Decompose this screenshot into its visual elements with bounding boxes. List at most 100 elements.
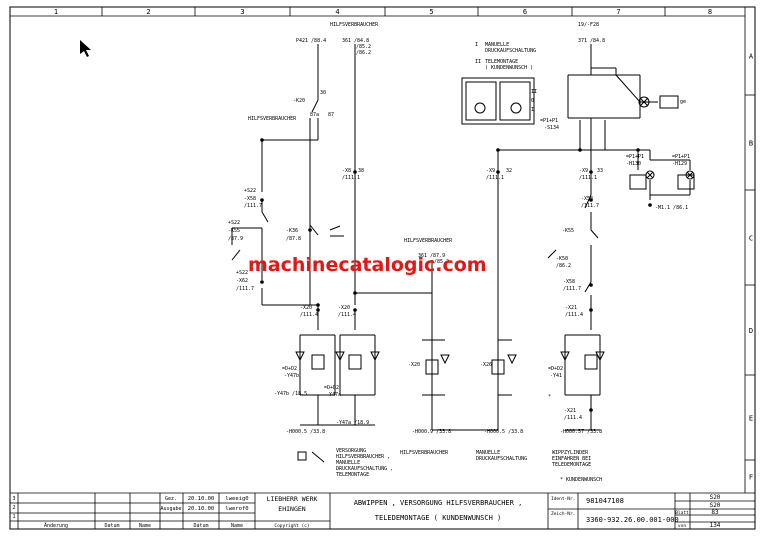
von-value: 134 — [710, 522, 721, 529]
gez-name: lweeig0 — [225, 496, 248, 502]
rev-num-3: 3 — [12, 496, 15, 502]
switch-pos-0: 0 — [531, 98, 534, 104]
x21b-ref: /111.4 — [564, 415, 582, 421]
x21a-ref: /111.4 — [565, 312, 583, 318]
s22-b: +S22 — [228, 220, 240, 226]
y47b-b: -Y47b — [284, 373, 299, 379]
dn-header-name: Name — [231, 523, 243, 529]
y41-a: =D+D2 — [548, 366, 563, 372]
bottom-label-0-line-2: MANUELLE — [336, 460, 360, 466]
x21a: -X21 — [565, 305, 577, 311]
legend-roman-2: II — [475, 59, 481, 65]
bottom-label-3-line-0: WIPPZYLINDER — [552, 450, 589, 456]
copyright: Copyright (c) — [274, 523, 309, 529]
x20b: -X20 — [338, 305, 350, 311]
m11-ref: -M1.1 /86.1 — [655, 205, 688, 211]
row-label-A: A — [749, 53, 754, 61]
s134-a: =P1+P1 — [540, 118, 558, 124]
von-label: von — [678, 524, 686, 529]
k20-pin-87a: 87a — [310, 112, 319, 118]
rev-num-2: 2 — [12, 505, 15, 511]
outer-frame — [9, 6, 756, 530]
gnd-2: -H000.9 /33.8 — [412, 429, 451, 435]
y47b-ref: -Y47b /18.5 — [274, 391, 307, 397]
x9a-ref: /111.1 — [486, 175, 504, 181]
s22-a: +S22 — [244, 188, 256, 194]
relay-coil-x26 — [491, 359, 505, 375]
k20-pin-30: 30 — [320, 90, 326, 96]
bottom-label-0-line-3: DRUCKAUFSCHALTUNG , — [336, 466, 393, 472]
x20a-ref: /111.4 — [300, 312, 318, 318]
legend-roman-1: I — [475, 42, 478, 48]
bottom-label-0-line-1: HILFSVERBRAUCHER , — [336, 454, 390, 460]
k50-ref: /86.2 — [556, 263, 571, 269]
x8-pin: 38 — [358, 168, 364, 174]
bottom-label-1-line-0: HILFSVERBRAUCHER — [400, 450, 449, 456]
watermark: machinecatalogic.com — [248, 254, 487, 276]
switch-pos-2: II — [531, 89, 537, 95]
zeich-label: Zeich-Nr. — [551, 511, 575, 517]
x9a: -X9 — [486, 168, 495, 174]
ausg-date: 20.10.00 — [188, 506, 215, 512]
y47b-a: =D+D2 — [282, 366, 297, 372]
bottom-label-0-line-0: VERSORGUNG — [336, 448, 366, 454]
relay-coil-y47a — [348, 354, 362, 370]
bottom-label-3-line-1: EINFAHREN BEI — [552, 456, 591, 462]
ident-label: Ident-Nr. — [551, 496, 575, 502]
x20c: -X20 — [408, 362, 420, 368]
row-label-D: D — [749, 327, 753, 335]
row-label-B: B — [749, 140, 753, 148]
bottom-label-4-line-0: * KUNDENWUNSCH — [560, 477, 602, 483]
x21b: -X21 — [564, 408, 576, 414]
x8: -X8 — [342, 168, 351, 174]
rev-header-name: Name — [139, 523, 151, 529]
hv-mid-label: HILFSVERBRAUCHER — [404, 238, 453, 244]
bottom-label-2-line-0: MANUELLE — [476, 450, 500, 456]
ausg-label: Ausgabe — [160, 506, 181, 512]
cursor-icon — [80, 40, 91, 57]
h129-a: =P1+P1 — [672, 154, 690, 160]
rev-header-datum: Datum — [104, 523, 119, 529]
x20a: -X20 — [300, 305, 312, 311]
component-symbols — [231, 95, 695, 375]
k20-top-label: -K20 — [293, 98, 305, 104]
x20b-ref: /111.4 — [338, 312, 356, 318]
k55-b: -K55 — [562, 228, 574, 234]
column-label-7: 7 — [616, 8, 620, 16]
x62-ref: /111.7 — [236, 286, 254, 292]
star-mark: * — [548, 394, 551, 400]
dn-header-datum: Datum — [193, 523, 208, 529]
x58-a-ref: /111.7 — [244, 203, 262, 209]
k36-ref: /87.8 — [286, 236, 301, 242]
relay-coil-y41 — [584, 354, 598, 370]
x62: -X62 — [236, 278, 248, 284]
r361m2-ref: /85.2 — [434, 259, 449, 265]
side-b: S20 — [710, 502, 721, 509]
x9a-pin: 32 — [506, 168, 512, 174]
blatt-value: 83 — [711, 509, 719, 516]
gnd-4: -H000.57 /33.8 — [560, 429, 602, 435]
bottom-label-3-line-2: TELEDEMONTAGE — [552, 462, 591, 468]
k55: -K55 — [228, 228, 240, 234]
company-name-2: EHINGEN — [278, 505, 305, 513]
h129-b: -H129 — [672, 161, 687, 167]
x9b: -X9 — [579, 168, 588, 174]
column-label-2: 2 — [146, 8, 150, 16]
x9b-pin: 33 — [597, 168, 603, 174]
x58-c-ref: /111.7 — [563, 286, 581, 292]
zeich-value: 3360-932.26.00.001-000 — [586, 516, 679, 524]
rev-num-1: 1 — [12, 514, 15, 520]
k20-pin-87: 87 — [328, 112, 334, 118]
column-label-6: 6 — [523, 8, 527, 16]
r361-ref: 361 /84.8 — [342, 38, 369, 44]
r361b-ref: /85.2 — [356, 44, 371, 50]
row-label-F: F — [749, 474, 753, 482]
h130-b: -H130 — [626, 161, 641, 167]
ausg-name: lwerof0 — [225, 506, 248, 512]
relay-coil-y47b — [311, 354, 325, 370]
hv-left-label: HILFSVERBRAUCHER — [248, 116, 297, 122]
switch-pos-1: I — [531, 107, 534, 113]
y47a-ref: -Y47a /18.9 — [336, 420, 369, 426]
x58-b-ref: /111.7 — [581, 203, 599, 209]
